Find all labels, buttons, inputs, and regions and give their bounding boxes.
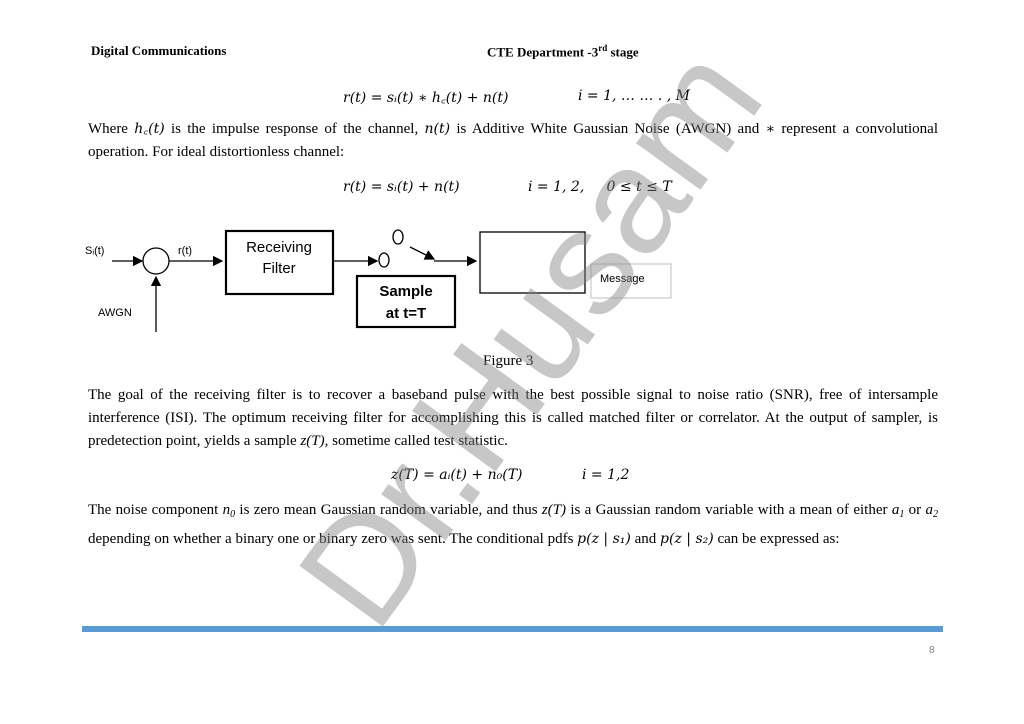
header-left: Digital Communications bbox=[91, 43, 227, 58]
filter-label-line2: Filter bbox=[262, 260, 295, 277]
equation-3-range: i = 1,2 bbox=[582, 467, 630, 483]
para3-text: The noise component bbox=[88, 502, 223, 518]
receiving-filter-box bbox=[224, 229, 335, 296]
para3-math-n: n bbox=[222, 502, 231, 518]
para3-math-n-sub: 0 bbox=[230, 509, 236, 520]
page-number: 8 bbox=[929, 645, 935, 656]
sample-label-line1: Sample bbox=[379, 283, 432, 300]
paragraph-1: Where h꜀(t) is the impulse response of t… bbox=[88, 118, 938, 164]
decision-box bbox=[479, 231, 586, 294]
header-right: CTE Department -3rd stage bbox=[487, 43, 639, 60]
para3-text: is zero mean Gaussian random variable, a… bbox=[235, 502, 542, 518]
para1-text: is the impulse response of the channel, bbox=[164, 121, 425, 137]
rt-label: r(t) bbox=[178, 245, 192, 257]
paragraph-3: The noise component n0 is zero mean Gaus… bbox=[88, 498, 938, 551]
para3-text: can be expressed as: bbox=[713, 531, 840, 547]
header-right-sup: rd bbox=[598, 43, 608, 53]
switch-arm bbox=[409, 246, 436, 260]
paragraph-2: The goal of the receiving filter is to r… bbox=[88, 384, 938, 453]
para1-math-hc: h꜀(t) bbox=[134, 121, 165, 137]
para2-text: , sometime called test statistic. bbox=[324, 433, 508, 449]
para1-math-star: ∗ bbox=[765, 121, 776, 137]
equation-2-range: i = 1, 2, 0 ≤ t ≤ T bbox=[528, 179, 672, 195]
awgn-label: AWGN bbox=[98, 307, 132, 319]
equation-3: z(T) = aᵢ(t) + n₀(T) bbox=[391, 467, 523, 483]
para2-math-zt: z(T) bbox=[300, 433, 325, 449]
para1-text: represent a convolutional operation. For… bbox=[88, 121, 939, 160]
para1-math-nt: n(t) bbox=[424, 121, 451, 137]
header-right-main: CTE Department -3 bbox=[487, 44, 599, 60]
block-diagram: Sᵢ(t) AWGN r(t) Receiving Filter Sample … bbox=[85, 229, 672, 332]
sample-label-line2: at t=T bbox=[386, 305, 426, 322]
para2-text: The goal of the receiving filter is to r… bbox=[88, 387, 938, 449]
para3-math-a1-sub: 1 bbox=[899, 509, 905, 520]
para3-text: is a Gaussian random variable with a mea… bbox=[566, 502, 892, 518]
figure-caption: Figure 3 bbox=[483, 353, 534, 369]
switch-contact-left bbox=[378, 252, 390, 268]
para3-math-pdf2: p(z | s₂) bbox=[660, 531, 714, 547]
para3-math-zt: z(T) bbox=[541, 502, 567, 518]
summing-junction bbox=[142, 247, 170, 275]
footer-bar bbox=[82, 626, 943, 632]
para1-text: Where bbox=[88, 121, 135, 137]
message-label: Message bbox=[600, 273, 645, 285]
switch-contact-top bbox=[392, 229, 404, 245]
para3-math-a2-sub: 2 bbox=[933, 509, 938, 520]
header-right-end: stage bbox=[607, 44, 639, 60]
para3-text: or bbox=[904, 502, 926, 518]
equation-2: r(t) = sᵢ(t) + n(t) bbox=[343, 179, 460, 195]
para3-math-a1: a bbox=[891, 502, 900, 518]
para1-text: is Additive White Gaussian Noise (AWGN) … bbox=[450, 121, 766, 137]
para3-math-pdf1: p(z | s₁) bbox=[577, 531, 631, 547]
para3-math-a2: a bbox=[925, 502, 934, 518]
input-label: Sᵢ(t) bbox=[85, 245, 104, 257]
sample-box bbox=[355, 274, 457, 329]
para3-text: depending on whether a binary one or bin… bbox=[88, 531, 578, 547]
filter-label-line1: Receiving bbox=[246, 239, 312, 256]
message-box bbox=[590, 263, 672, 299]
para3-text: and bbox=[630, 531, 661, 547]
equation-1-range: i = 1, … … . , M bbox=[578, 88, 690, 104]
equation-1: r(t) = sᵢ(t) ∗ h꜀(t) + n(t) bbox=[343, 90, 509, 106]
